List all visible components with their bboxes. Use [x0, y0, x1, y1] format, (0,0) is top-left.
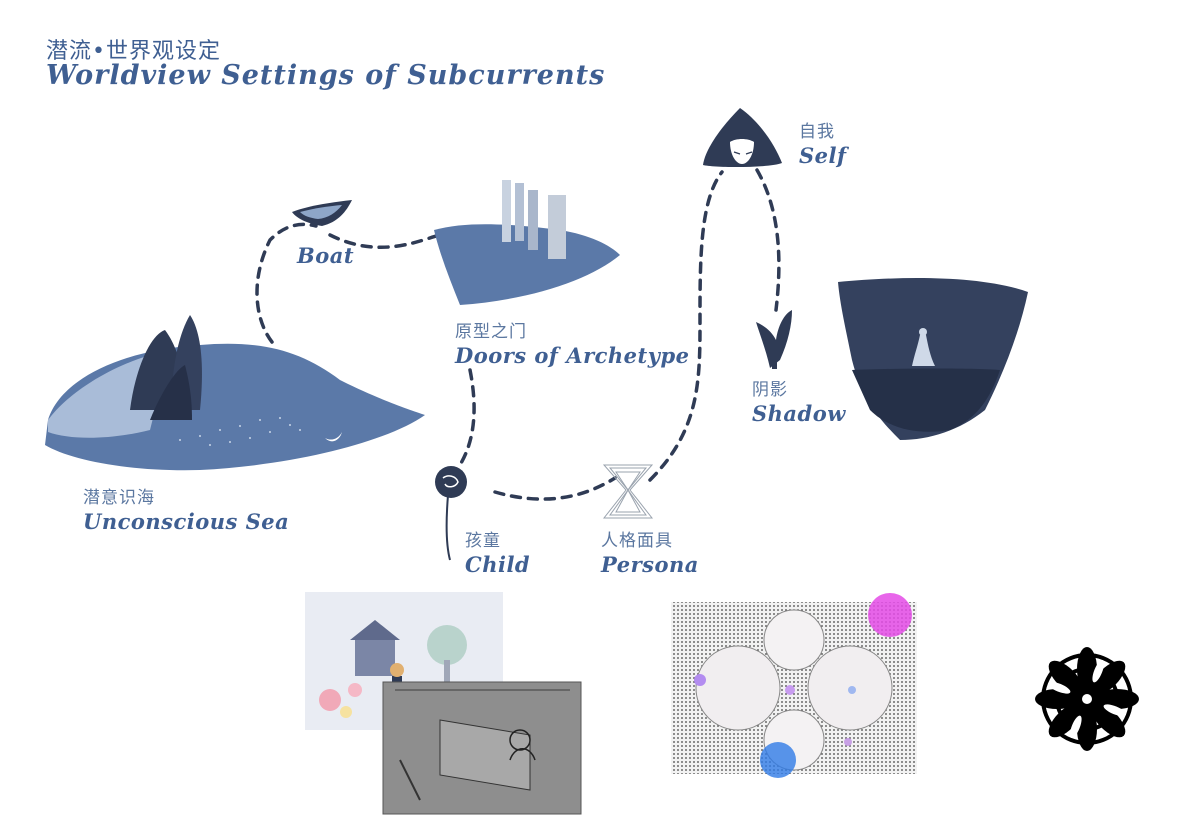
persona-label-cn: 人格面具 — [601, 531, 673, 551]
archetype-label-cn: 原型之门 — [455, 322, 527, 342]
boat-label-en: Boat — [297, 243, 355, 268]
child-label-cn: 孩童 — [465, 531, 501, 551]
shadow-label-cn: 阴影 — [752, 380, 788, 400]
pattern-tile-image — [671, 593, 917, 778]
sea-label-en: Unconscious Sea — [83, 509, 290, 535]
sea-label-cn: 潜意识海 — [83, 488, 155, 508]
self-label-en: Self — [799, 143, 847, 169]
persona-label: 人格面具 Persona — [601, 531, 699, 579]
page-title-cn: 潜流•世界观设定 — [46, 39, 221, 64]
sea-label: 潜意识海 Unconscious Sea — [83, 488, 289, 536]
shadow-label: 阴影 Shadow — [752, 380, 846, 428]
child-sketch-image — [382, 681, 582, 815]
self-figure-illustration — [703, 108, 782, 168]
persona-hourglass-illustration — [602, 464, 654, 519]
archetype-doors-illustration — [434, 180, 620, 305]
boat-illustration — [292, 200, 352, 226]
self-label: 自我 Self — [799, 122, 847, 170]
self-label-cn: 自我 — [799, 122, 835, 142]
archetype-label: 原型之门 Doors of Archetype — [455, 322, 690, 370]
shadow-label-en: Shadow — [752, 401, 846, 427]
child-flower-illustration — [435, 466, 467, 561]
persona-label-en: Persona — [601, 552, 699, 578]
page-title-en: Worldview Settings of Subcurrents — [46, 60, 606, 91]
dashed-path — [255, 168, 781, 501]
archetype-label-en: Doors of Archetype — [455, 343, 690, 369]
child-label: 孩童 Child — [465, 531, 530, 579]
boat-label: Boat — [297, 243, 354, 269]
shadow-tree-illustration — [756, 310, 792, 369]
child-label-en: Child — [465, 552, 531, 578]
shadow-world-panel — [838, 278, 1028, 440]
mandala-emblem — [1035, 647, 1139, 751]
unconscious-sea-illustration — [45, 315, 425, 471]
